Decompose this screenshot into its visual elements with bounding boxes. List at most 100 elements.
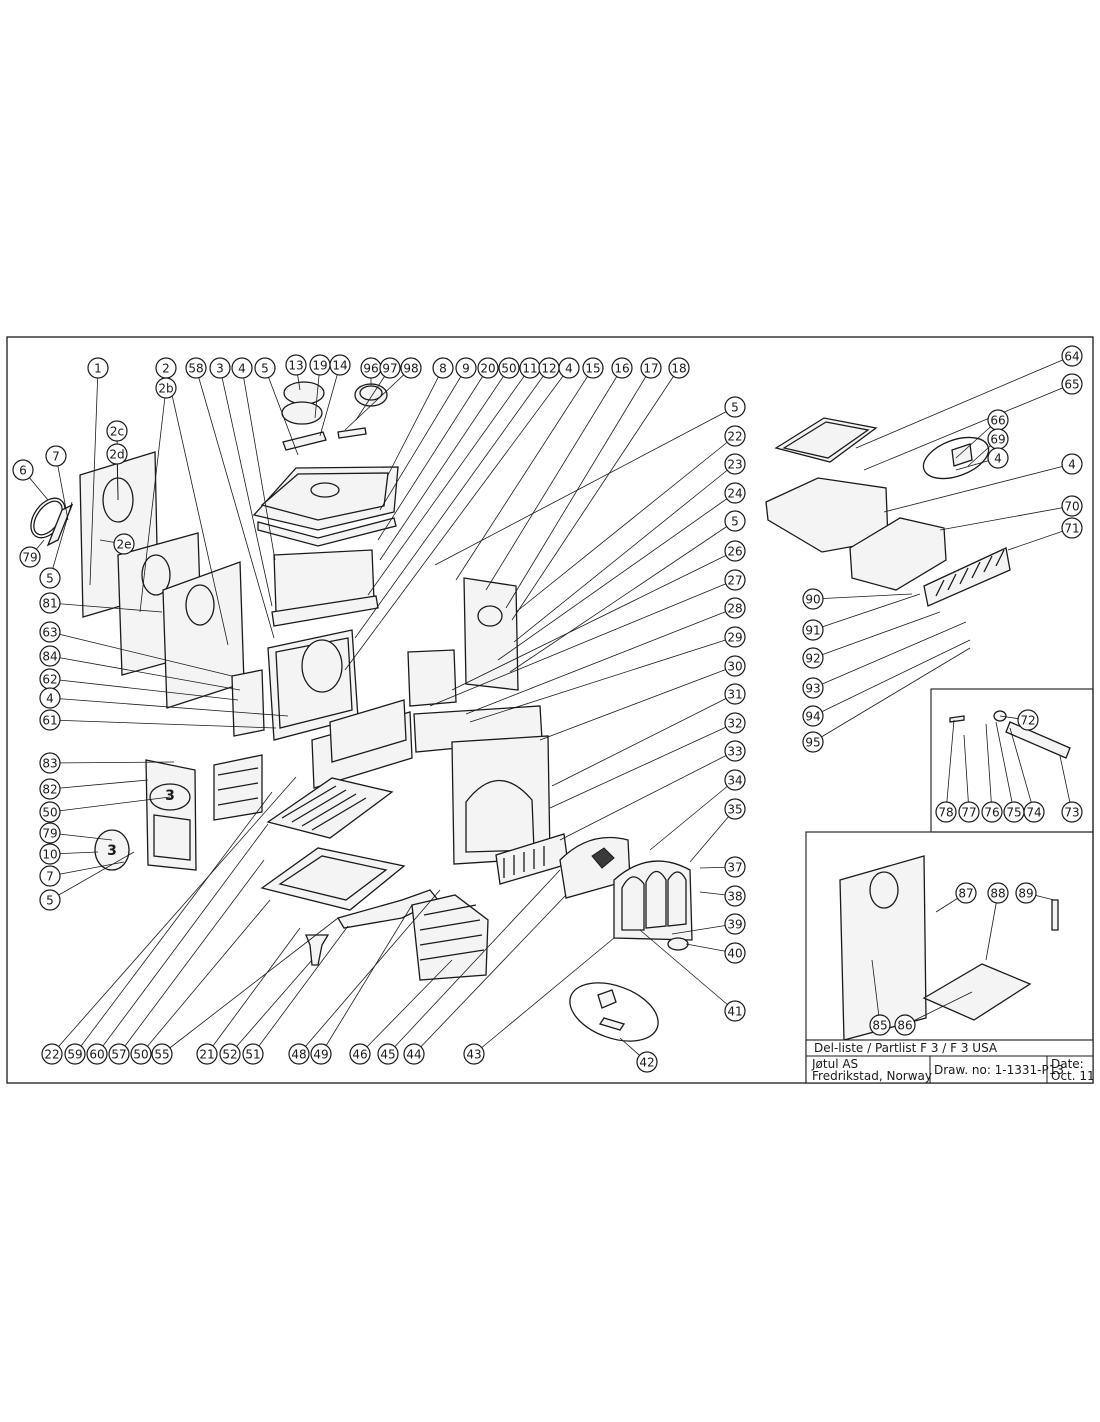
callout-3: 3	[209, 357, 231, 379]
callout-label: 4	[238, 362, 246, 376]
date-value: Oct. 11	[1051, 1069, 1095, 1083]
callout-label: 44	[406, 1048, 421, 1062]
callout-50: 50	[130, 1043, 152, 1065]
callout-66: 66	[987, 409, 1009, 431]
leader-line	[485, 367, 623, 591]
callout-label: 22	[727, 430, 742, 444]
callout-label: 24	[727, 487, 742, 501]
callout-label: 33	[727, 745, 742, 759]
callout-label: 42	[639, 1056, 654, 1070]
callout-label: 60	[89, 1048, 104, 1062]
leader-line	[883, 463, 1073, 513]
leader-line	[689, 808, 736, 863]
callout-45: 45	[377, 1043, 399, 1065]
callout-35: 35	[724, 798, 746, 820]
leader-line	[505, 367, 652, 609]
callout-label: 61	[42, 714, 57, 728]
callout-label: 51	[245, 1048, 260, 1062]
leader-line	[671, 923, 736, 935]
callout-30: 30	[724, 655, 746, 677]
leader-line	[195, 367, 275, 639]
callout-98: 98	[400, 357, 422, 379]
callout-7: 7	[39, 865, 61, 887]
callout-label: 30	[727, 660, 742, 674]
callout-50: 50	[498, 357, 520, 379]
callout-label: 66	[990, 414, 1005, 428]
callout-17: 17	[640, 357, 662, 379]
callout-label: 14	[332, 359, 347, 373]
leader-line	[344, 367, 570, 671]
leader-line	[89, 367, 99, 586]
leader-line	[473, 937, 615, 1055]
callout-label: 73	[1064, 806, 1079, 820]
callout-49: 49	[310, 1043, 332, 1065]
callout-61: 61	[39, 709, 61, 731]
leader-line	[298, 889, 441, 1055]
drawing-frame	[6, 336, 1094, 1084]
handle-detail	[569, 982, 659, 1042]
leader-line	[963, 734, 970, 813]
callout-label: 7	[46, 870, 54, 884]
callout-42: 42	[636, 1051, 658, 1073]
leader-line	[320, 904, 413, 1055]
callout-4: 4	[231, 357, 253, 379]
callout-6: 6	[12, 459, 34, 481]
back-frame	[213, 629, 413, 821]
callout-label: 85	[872, 1019, 887, 1033]
callout-93: 93	[802, 677, 824, 699]
leader-line	[945, 719, 955, 813]
leader-line	[51, 776, 297, 1055]
callout-73: 73	[1061, 801, 1083, 823]
callout-label: 20	[480, 362, 495, 376]
callout-50: 50	[39, 801, 61, 823]
callout-label: 50	[42, 806, 57, 820]
leader-line	[985, 892, 999, 961]
leader-line	[939, 505, 1073, 531]
callout-label: 46	[352, 1048, 367, 1062]
callout-77: 77	[958, 801, 980, 823]
leader-line	[812, 639, 971, 717]
callout-79: 79	[19, 546, 41, 568]
callout-label: 75	[1006, 806, 1021, 820]
callout-label: 35	[727, 803, 742, 817]
company-location: Fredrikstad, Norway	[812, 1069, 932, 1083]
leader-line	[96, 823, 269, 1055]
callout-23: 23	[724, 453, 746, 475]
callout-16: 16	[611, 357, 633, 379]
callout-label: 50	[501, 362, 516, 376]
gasket-ring	[30, 497, 74, 547]
leader-line	[49, 779, 149, 790]
callout-79: 79	[39, 822, 61, 844]
callout-22: 22	[41, 1043, 63, 1065]
callout-5: 5	[724, 510, 746, 532]
callout-label: 83	[42, 757, 57, 771]
callout-48: 48	[288, 1043, 310, 1065]
callout-59: 59	[64, 1043, 86, 1065]
leader-line	[379, 367, 467, 511]
callout-82: 82	[39, 778, 61, 800]
leader-line	[812, 647, 971, 743]
callout-7: 7	[45, 445, 67, 467]
leader-line	[206, 927, 301, 1055]
leader-line	[354, 367, 550, 639]
leader-line	[513, 463, 736, 643]
callout-label: 5	[261, 362, 269, 376]
callout-label: 86	[897, 1019, 912, 1033]
callout-label: 74	[1026, 806, 1041, 820]
leader-line	[165, 367, 229, 646]
leader-line	[359, 959, 453, 1055]
callout-40: 40	[724, 942, 746, 964]
leader-line	[649, 779, 736, 851]
ash-drawer-assembly	[765, 417, 1011, 607]
leader-line	[49, 655, 241, 691]
callout-label: 23	[727, 458, 742, 472]
callout-22: 22	[724, 425, 746, 447]
callout-label: 21	[199, 1048, 214, 1062]
callout-5: 5	[254, 357, 276, 379]
callout-37: 37	[724, 856, 746, 878]
leader-line	[559, 750, 736, 841]
callout-64: 64	[1061, 345, 1083, 367]
callout-20: 20	[477, 357, 499, 379]
callout-label: 94	[805, 710, 820, 724]
